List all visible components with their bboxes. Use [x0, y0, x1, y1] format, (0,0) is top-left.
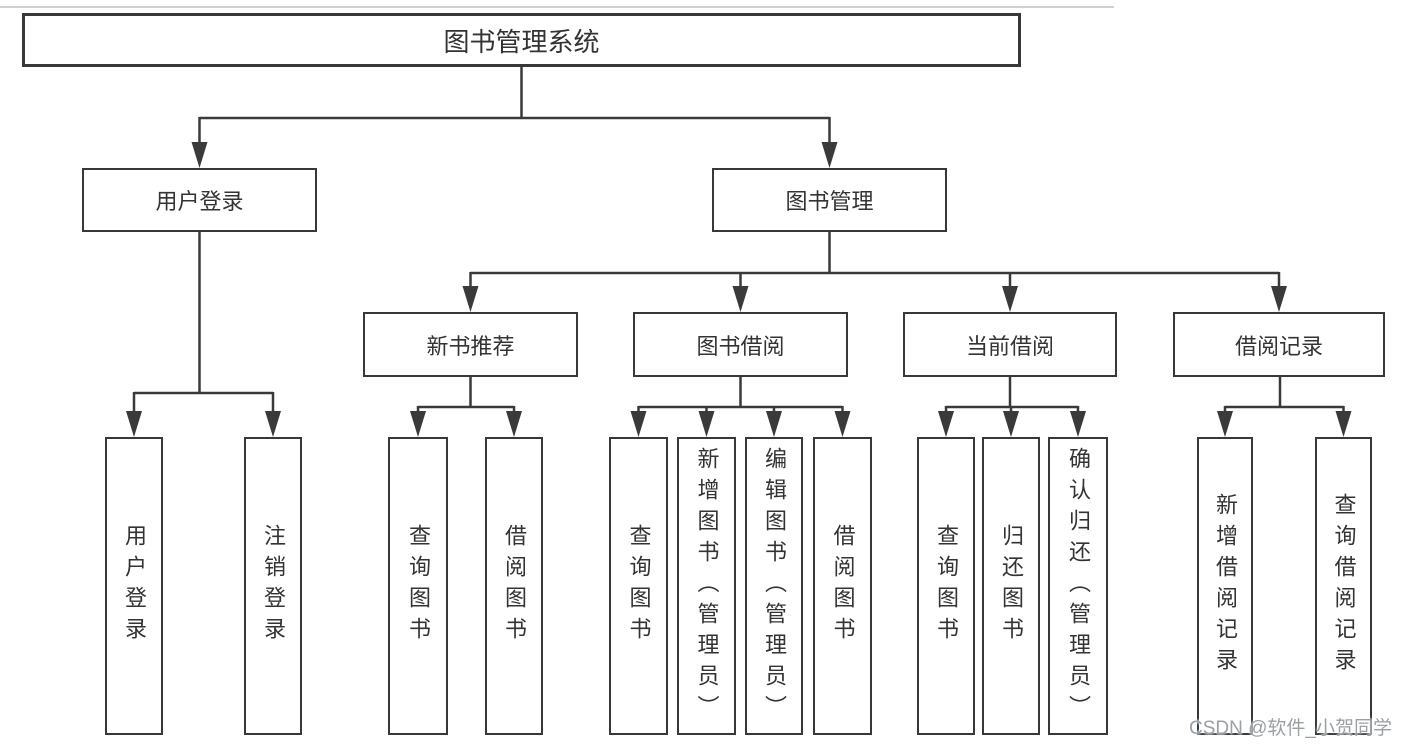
node-bb-borrow-books: 借阅图书	[813, 437, 872, 735]
node-br-query-record: 查询借阅记录	[1315, 437, 1372, 735]
node-label: 用户登录	[155, 189, 244, 214]
node-label: 确认归还（管理员）	[1066, 446, 1091, 726]
arrowhead	[1003, 411, 1019, 437]
node-label: 图书管理系统	[443, 26, 600, 57]
node-label: 查询借阅记录	[1331, 493, 1357, 679]
node-label: 借阅图书	[830, 524, 856, 648]
edge-newbook-to-children	[416, 377, 516, 413]
node-label: 编辑图书（管理员）	[762, 446, 787, 726]
node-label: 查询图书	[934, 524, 959, 648]
node-library-system: 图书管理系统	[22, 13, 1021, 67]
edge-currentborrow-to-children	[944, 377, 1080, 413]
arrowhead	[126, 411, 142, 437]
edge-records-to-children	[1223, 377, 1345, 413]
arrowhead	[1217, 411, 1233, 437]
node-cb-query-books: 查询图书	[917, 437, 975, 735]
node-label: 新书推荐	[426, 333, 515, 359]
node-label: 查询图书	[626, 524, 652, 648]
node-bb-add-books-admin: 新增图书（管理员）	[677, 437, 736, 735]
node-label: 图书管理	[785, 189, 874, 214]
arrowhead	[191, 142, 208, 168]
arrowhead	[1271, 286, 1287, 312]
edge-bookmgmt-to-level3	[469, 232, 1281, 288]
node-logout-leaf: 注销登录	[244, 437, 302, 735]
node-user-login: 用户登录	[82, 168, 317, 232]
node-label: 注销登录	[261, 524, 286, 648]
arrowheads	[126, 142, 1352, 437]
node-label: 借阅记录	[1234, 333, 1323, 359]
arrowhead	[265, 411, 281, 437]
arrowhead	[821, 142, 838, 168]
arrowhead	[1335, 411, 1352, 437]
edge-bookborrow-to-children	[637, 377, 844, 413]
node-bb-edit-books-admin: 编辑图书（管理员）	[745, 437, 803, 735]
page-top-divider	[0, 6, 1114, 8]
node-label: 图书借阅	[696, 333, 785, 359]
arrowhead	[410, 411, 426, 437]
arrowhead	[1070, 411, 1086, 437]
node-book-management: 图书管理	[712, 168, 947, 232]
node-label: 用户登录	[122, 524, 147, 648]
node-cb-return-books: 归还图书	[982, 437, 1040, 735]
arrowhead	[766, 411, 782, 437]
arrowhead	[834, 411, 851, 437]
node-new-book-recommend: 新书推荐	[363, 312, 578, 377]
node-br-add-record: 新增借阅记录	[1197, 437, 1253, 735]
arrowhead	[698, 411, 715, 437]
node-bb-query-books: 查询图书	[609, 437, 668, 735]
node-label: 查询图书	[406, 524, 431, 648]
node-current-borrowing: 当前借阅	[903, 312, 1117, 377]
node-label: 归还图书	[999, 524, 1024, 648]
node-nbr-borrow-books: 借阅图书	[485, 437, 543, 735]
node-cb-confirm-return-admin: 确认归还（管理员）	[1048, 437, 1108, 735]
node-label: 新增借阅记录	[1213, 493, 1238, 679]
edge-root-to-level2	[198, 67, 831, 144]
csdn-watermark: CSDN @软件_小贺同学	[1189, 718, 1392, 739]
arrowhead	[938, 411, 954, 437]
arrowhead	[732, 286, 749, 312]
arrowhead	[1002, 286, 1018, 312]
node-nbr-query-books: 查询图书	[388, 437, 448, 735]
node-label: 借阅图书	[502, 524, 527, 648]
arrowhead	[462, 286, 479, 312]
edge-userlogin-to-children	[132, 232, 275, 413]
arrowhead	[630, 411, 647, 437]
arrowhead	[506, 411, 522, 437]
node-borrowing-records: 借阅记录	[1173, 312, 1385, 377]
node-user-login-leaf: 用户登录	[105, 437, 163, 735]
node-label: 新增图书（管理员）	[694, 446, 720, 726]
node-label: 当前借阅	[965, 333, 1054, 359]
node-book-borrowing: 图书借阅	[633, 312, 848, 377]
